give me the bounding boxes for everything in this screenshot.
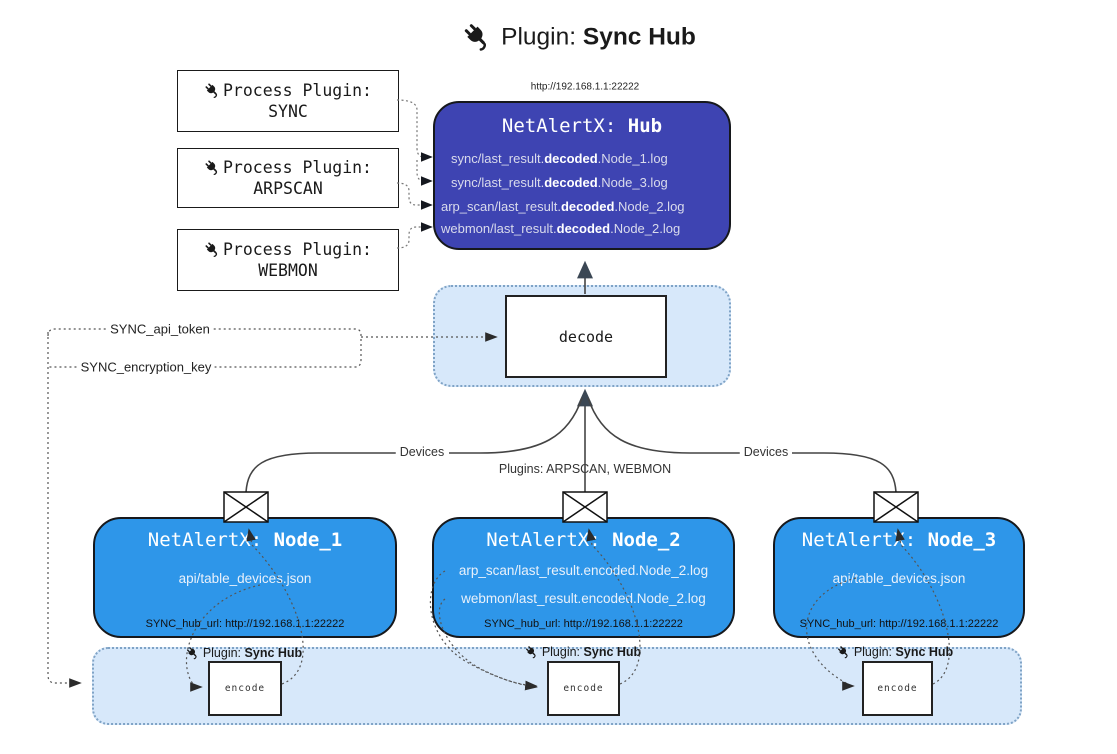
plug-icon: [462, 22, 493, 53]
plug-icon: [186, 646, 200, 660]
process-plugin-label: Process Plugin:: [222, 158, 372, 177]
process-plugin-name: SYNC: [268, 102, 308, 121]
node-title: NetAlertX: Node_1: [147, 529, 343, 551]
plug-icon: [525, 645, 539, 659]
hub-box: NetAlertX: Hub sync/last_result.decoded.…: [433, 101, 731, 250]
node-log-line: api/table_devices.json: [832, 571, 966, 586]
devices-edge-label-left: Devices: [395, 445, 449, 459]
node-box-2: NetAlertX: Node_2 arp_scan/last_result.e…: [432, 517, 735, 638]
title-prefix: Plugin:: [501, 23, 577, 50]
node-box-1: NetAlertX: Node_1 api/table_devices.json…: [93, 517, 397, 638]
node-hub-url: SYNC_hub_url: http://192.168.1.1:22222: [145, 618, 345, 630]
encoder-plugin-label: Plugin: Sync Hub: [837, 645, 953, 659]
encoder-plugin-label: Plugin: Sync Hub: [525, 645, 641, 659]
process-plugin-box-arpscan: Process Plugin: ARPSCAN: [177, 148, 399, 208]
hub-url-label: http://192.168.1.1:22222: [530, 81, 640, 93]
plugins-edge-label: Plugins: ARPSCAN, WEBMON: [498, 462, 672, 476]
encode-box: encode: [862, 661, 933, 716]
sync-encryption-key-label: SYNC_encryption_key: [77, 359, 215, 375]
node-log-line: api/table_devices.json: [178, 571, 312, 586]
page-title: Plugin: Sync Hub: [462, 22, 696, 53]
node-log-line: arp_scan/last_result.encoded.Node_2.log: [458, 563, 709, 578]
hub-log-line: sync/last_result.decoded.Node_1.log: [451, 151, 668, 166]
process-plugin-name: WEBMON: [258, 261, 318, 280]
encode-box: encode: [547, 661, 620, 716]
process-plugin-edges: [396, 99, 433, 249]
sync-api-token-label: SYNC_api_token: [107, 321, 213, 337]
encode-box: encode: [208, 661, 282, 716]
process-plugin-label: Process Plugin:: [222, 81, 372, 100]
encoder-plugin-label: Plugin: Sync Hub: [186, 646, 302, 660]
plug-icon: [204, 241, 221, 258]
hub-log-line: webmon/last_result.decoded.Node_2.log: [441, 221, 681, 236]
plug-icon: [837, 645, 851, 659]
process-plugin-label: Process Plugin:: [222, 240, 372, 259]
process-plugin-box-webmon: Process Plugin: WEBMON: [177, 229, 399, 291]
node-hub-url: SYNC_hub_url: http://192.168.1.1:22222: [799, 618, 999, 630]
node-box-3: NetAlertX: Node_3 api/table_devices.json…: [773, 517, 1025, 638]
hub-log-line: arp_scan/last_result.decoded.Node_2.log: [441, 199, 685, 214]
hub-title: NetAlertX: Hub: [501, 115, 663, 137]
process-plugin-box-sync: Process Plugin: SYNC: [177, 70, 399, 132]
node-hub-url: SYNC_hub_url: http://192.168.1.1:22222: [484, 618, 683, 630]
title-name: Sync Hub: [582, 23, 696, 50]
node-log-line: webmon/last_result.encoded.Node_2.log: [461, 591, 706, 606]
decode-box: decode: [505, 295, 667, 378]
plug-icon: [204, 82, 221, 99]
hub-log-line: sync/last_result.decoded.Node_3.log: [451, 175, 668, 190]
devices-edge-label-right: Devices: [739, 445, 793, 459]
node-title: NetAlertX: Node_2: [486, 529, 681, 551]
node-title: NetAlertX: Node_3: [801, 529, 997, 551]
plug-icon: [204, 159, 221, 176]
process-plugin-name: ARPSCAN: [253, 179, 323, 198]
